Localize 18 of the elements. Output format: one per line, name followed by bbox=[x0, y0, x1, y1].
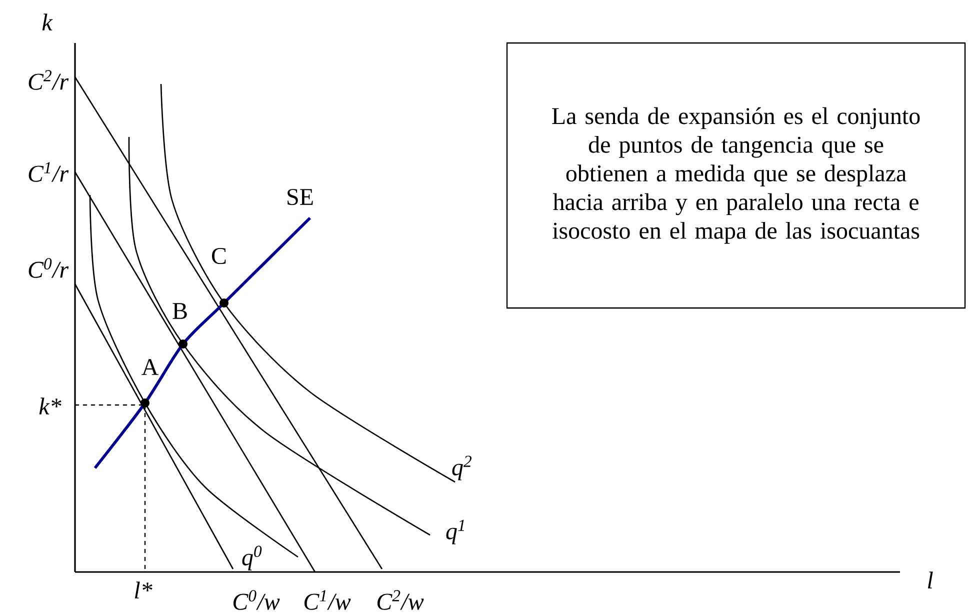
text-box: La senda de expansión es el conjunto de puntos de tangencia que se obtienen a medida que se desplaza hacia arriba y en paralelo una recta e isocosto en el mapa de las isocuantas bbox=[506, 42, 966, 309]
tick-label: C$^{2}$/r bbox=[28, 70, 69, 90]
curve-label: SE bbox=[288, 188, 313, 206]
axis-label: l bbox=[928, 572, 933, 588]
tick-label: C$^{0}$/w bbox=[233, 590, 280, 610]
tick-label: k* bbox=[39, 398, 62, 414]
tick-label: C$^{1}$/r bbox=[28, 162, 69, 182]
axis-label: k bbox=[42, 14, 53, 30]
tick-label: C$^{2}$/w bbox=[377, 590, 424, 610]
tick-label: C$^{0}$/r bbox=[28, 258, 69, 278]
point-label: C bbox=[212, 248, 226, 264]
point-label: B bbox=[172, 303, 187, 319]
tick-label: C$^{1}$/w bbox=[304, 590, 351, 610]
tick-label: l* bbox=[134, 582, 152, 598]
point-label: A bbox=[142, 359, 158, 375]
curve-label: q$^{2}$ bbox=[452, 456, 472, 480]
curve-label: q$^{0}$ bbox=[242, 546, 262, 570]
curve-label: q$^{1}$ bbox=[446, 520, 464, 544]
